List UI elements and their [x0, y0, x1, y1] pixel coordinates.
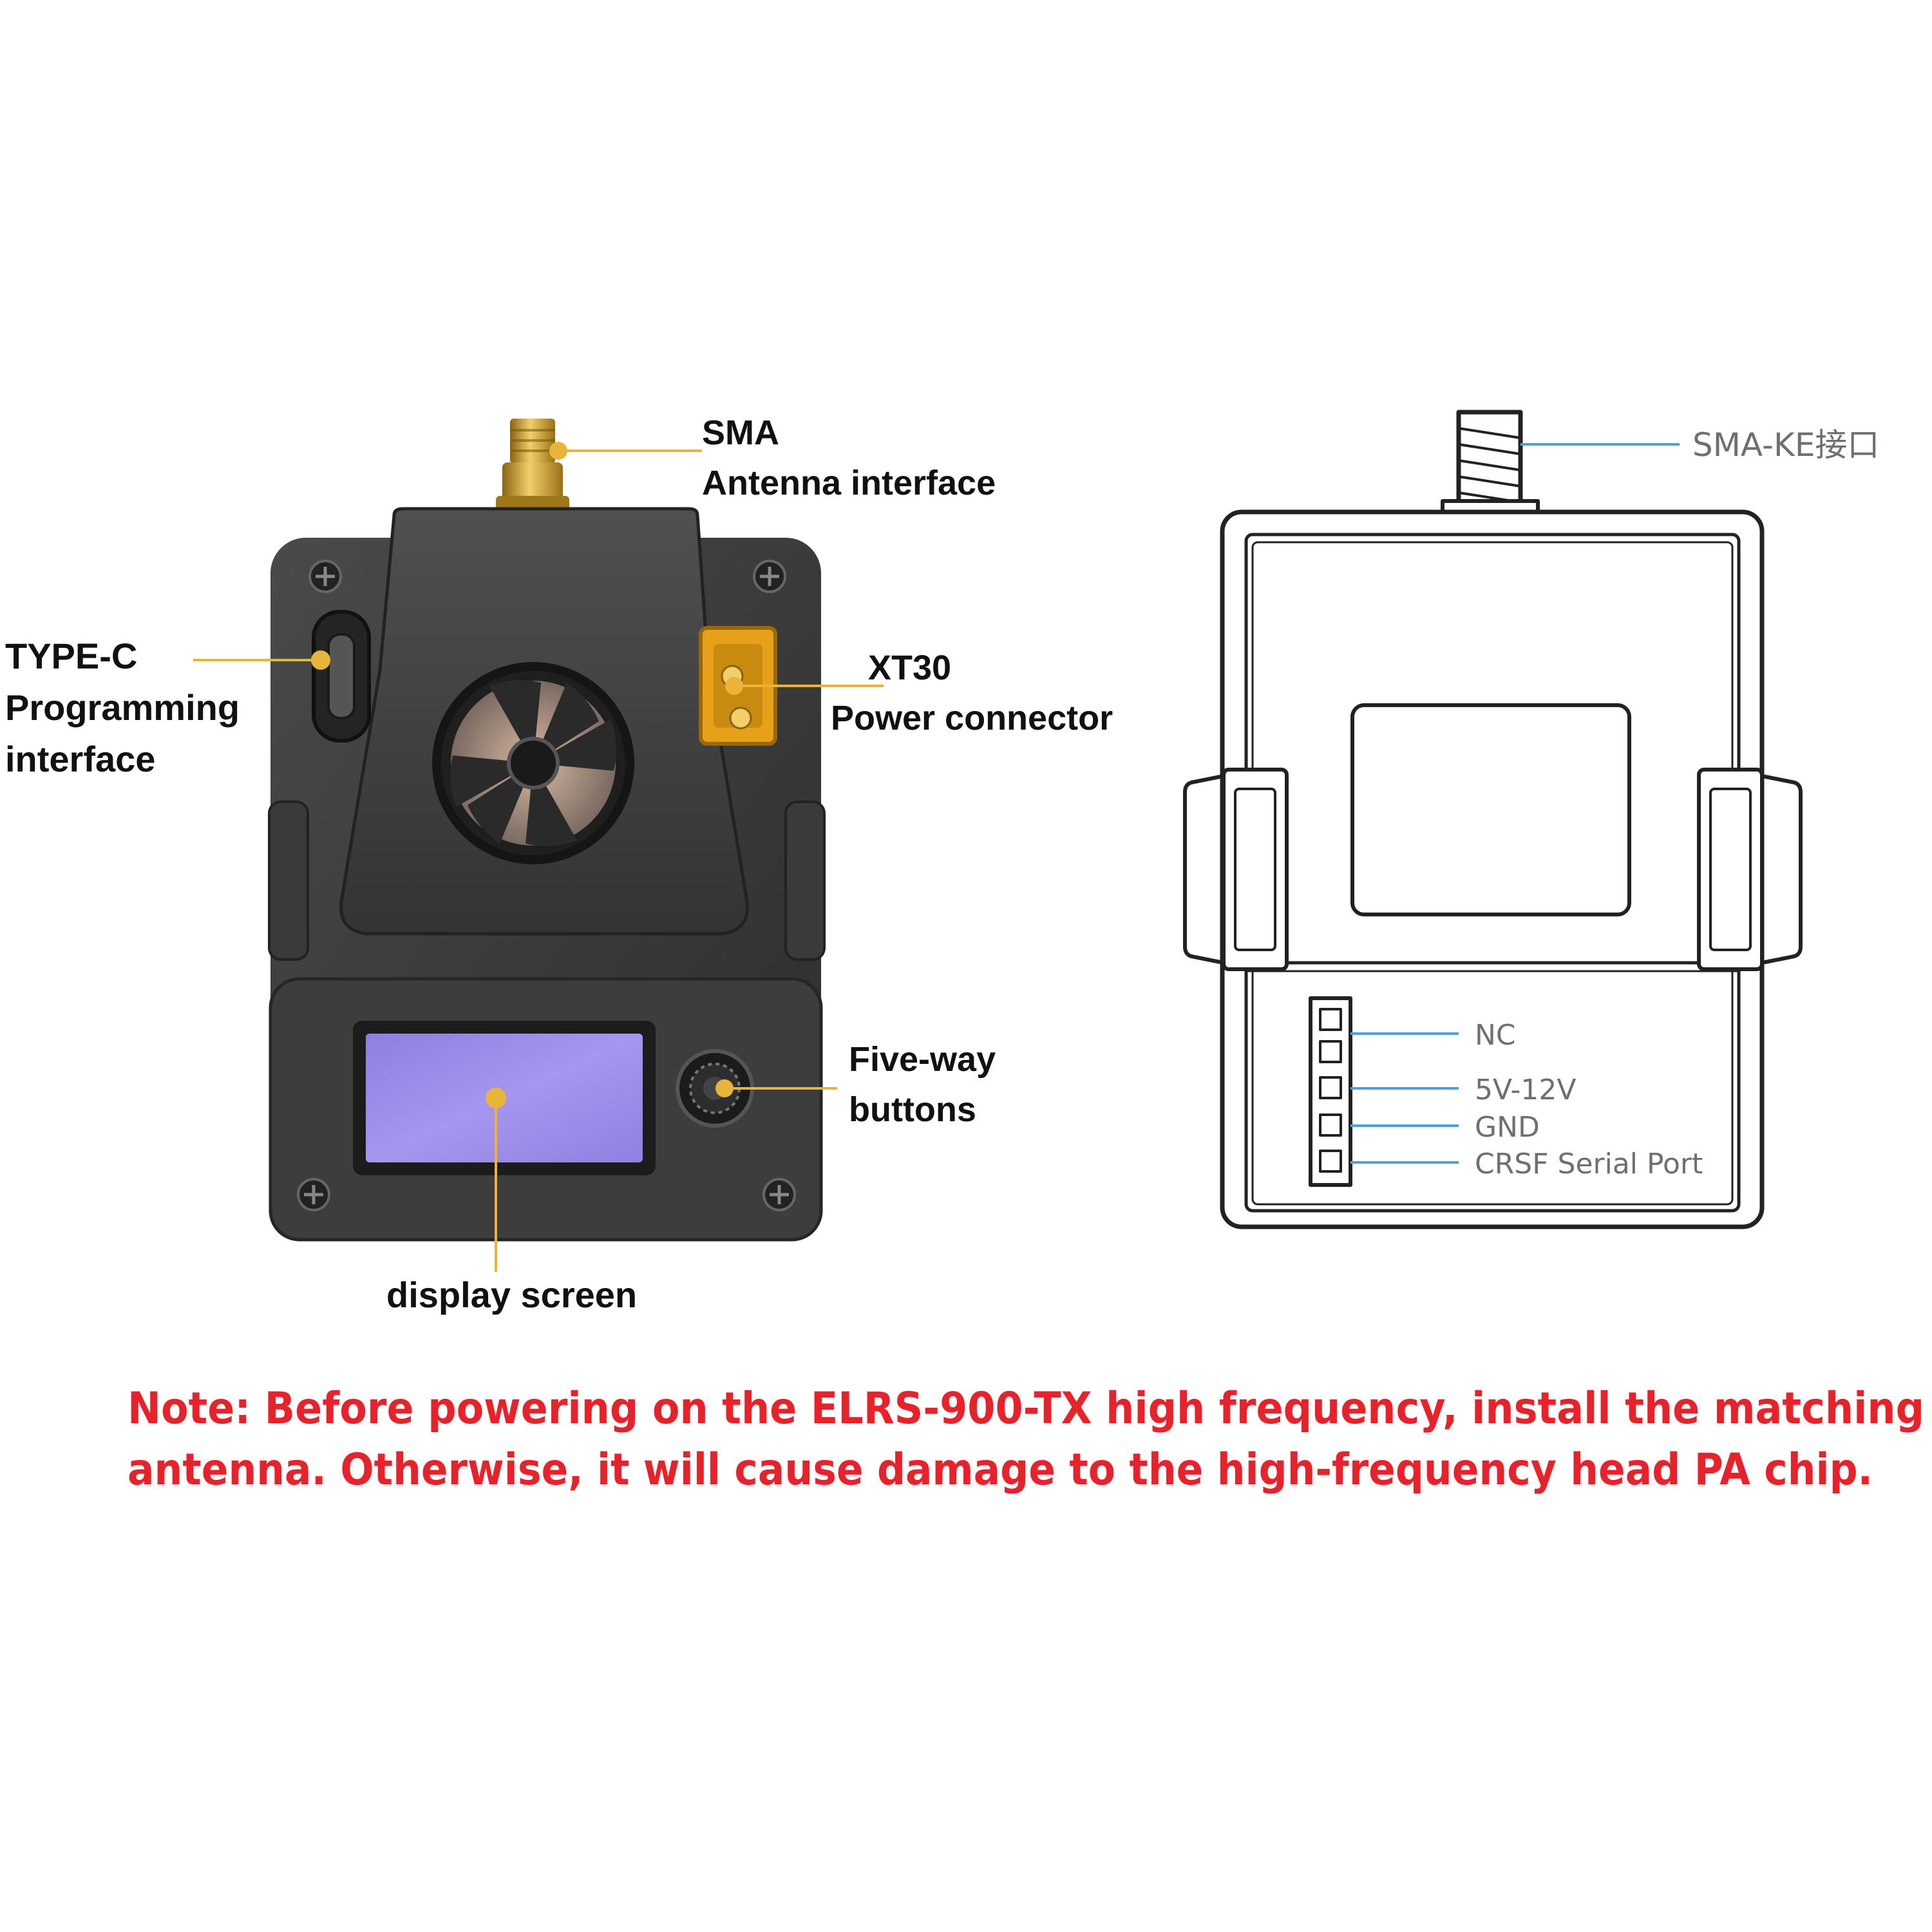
- screw-icon: [753, 560, 786, 593]
- display-label: display screen: [386, 1274, 637, 1315]
- warning-note-line2: antenna. Otherwise, it will cause damage…: [128, 1444, 1873, 1495]
- fiveway-label: Five-way: [849, 1040, 996, 1079]
- sma-label-sub: Antenna interface: [702, 464, 996, 502]
- usb-c-port-icon: [311, 610, 371, 743]
- typec-label: TYPE-C: [5, 636, 137, 676]
- warning-note-line1: Note: Before powering on the ELRS-900-TX…: [128, 1383, 1924, 1434]
- sma-label: SMA: [702, 413, 779, 452]
- xt30-label-sub: Power connector: [831, 699, 1113, 737]
- fan-icon: [432, 662, 634, 864]
- leader-lines: [193, 450, 884, 1272]
- pin-label-crsf: CRSF Serial Port: [1475, 1148, 1703, 1180]
- schematic-leader-lines: [1350, 443, 1680, 1164]
- sma-ke-connector-icon: [1441, 410, 1540, 527]
- pin-label-nc: NC: [1475, 1019, 1516, 1052]
- pin-label-gnd: GND: [1475, 1111, 1540, 1144]
- screw-icon: [297, 1178, 330, 1211]
- schematic: [1183, 410, 1803, 1229]
- typec-label-sub: Programming: [5, 687, 240, 728]
- device-photo: SMA Antenna interface TYPE-C Programming…: [5, 413, 1113, 1315]
- leader-dots: [486, 442, 743, 1108]
- screw-icon: [308, 560, 342, 593]
- screw-icon: [762, 1178, 796, 1211]
- fiveway-label-sub: buttons: [849, 1090, 976, 1129]
- typec-label-sub2: interface: [5, 739, 155, 779]
- pin-label-power: 5V-12V: [1475, 1074, 1576, 1106]
- xt30-label: XT30: [868, 649, 951, 687]
- sma-connector-icon: [496, 419, 569, 515]
- sma-ke-label: SMA-KE接口: [1692, 426, 1879, 464]
